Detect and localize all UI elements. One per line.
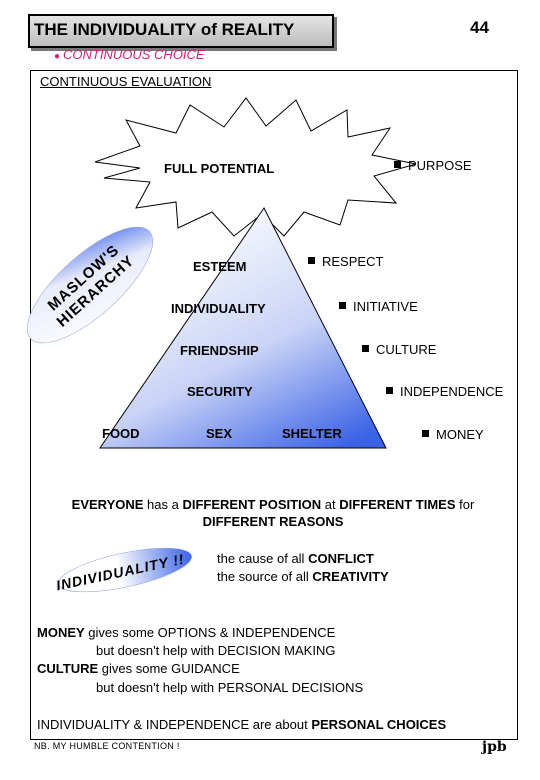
content-frame	[30, 70, 518, 740]
list-item: INDEPENDENCE	[386, 384, 503, 399]
square-bullet-icon	[422, 430, 429, 437]
conflict-line: the cause of all CONFLICT	[217, 551, 374, 566]
list-item: RESPECT	[308, 254, 383, 269]
base-item: SHELTER	[282, 426, 342, 441]
title-box	[28, 14, 334, 48]
burst-label: FULL POTENTIAL	[164, 161, 275, 176]
square-bullet-icon	[339, 302, 346, 309]
pyramid-level: ESTEEM	[193, 259, 247, 274]
statement-line2: DIFFERENT REASONS	[202, 514, 344, 529]
list-item: INITIATIVE	[339, 299, 418, 314]
square-bullet-icon	[386, 387, 393, 394]
creativity-line: the source of all CREATIVITY	[217, 569, 389, 584]
statement-line1: EVERYONE has a DIFFERENT POSITION at DIF…	[71, 497, 475, 512]
money-but-note: but doesn't help with DECISION MAKING	[96, 643, 336, 658]
culture-but-note: but doesn't help with PERSONAL DECISIONS	[96, 680, 364, 695]
subtitle: ●CONTINUOUS CHOICE	[54, 47, 205, 62]
full-potential-burst	[94, 97, 417, 237]
culture-note: CULTURE gives some GUIDANCE	[37, 661, 240, 676]
conclusion: INDIVIDUALITY & INDEPENDENCE are about P…	[37, 717, 447, 732]
subtitle-text: CONTINUOUS CHOICE	[63, 47, 205, 62]
footer-note: NB. MY HUMBLE CONTENTION !	[34, 741, 180, 751]
author-initials: jpb	[482, 739, 507, 755]
individuality-oval	[58, 547, 192, 593]
maslow-oval	[26, 226, 154, 344]
page-number: 44	[470, 18, 489, 37]
square-bullet-icon	[362, 345, 369, 352]
bullet-icon: ●	[54, 51, 61, 62]
base-item: FOOD	[102, 426, 140, 441]
list-item: MONEY	[422, 427, 484, 442]
list-item: PURPOSE	[394, 158, 472, 173]
square-bullet-icon	[308, 257, 315, 264]
pyramid-level: INDIVIDUALITY	[171, 301, 266, 316]
base-item: SEX	[206, 426, 233, 441]
pyramid-level: SECURITY	[187, 384, 253, 399]
page-title: THE INDIVIDUALITY of REALITY	[34, 20, 295, 39]
money-note: MONEY gives some OPTIONS & INDEPENDENCE	[37, 625, 336, 640]
section-label: CONTINUOUS EVALUATION	[40, 74, 212, 89]
pyramid	[99, 207, 387, 449]
pyramid-level: FRIENDSHIP	[180, 343, 259, 358]
list-item: CULTURE	[362, 342, 436, 357]
square-bullet-icon	[394, 161, 401, 168]
